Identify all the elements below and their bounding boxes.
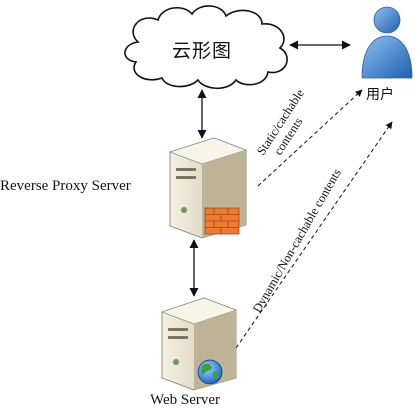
- dynamic-content-arrow: [235, 121, 393, 349]
- cloud-label: 云形图: [172, 40, 233, 62]
- static-content-arrow: [257, 89, 363, 187]
- user-icon: [361, 6, 413, 79]
- firewall-icon: [204, 207, 240, 235]
- web-server-icon: [161, 297, 237, 391]
- proxy-server-label: Reverse Proxy Server: [0, 178, 131, 194]
- web-server-label: Web Server: [150, 392, 221, 408]
- user-label: 用户: [366, 87, 394, 103]
- globe-icon: [197, 359, 223, 385]
- proxy-server-icon: [169, 137, 247, 239]
- cloud-node: [124, 5, 288, 90]
